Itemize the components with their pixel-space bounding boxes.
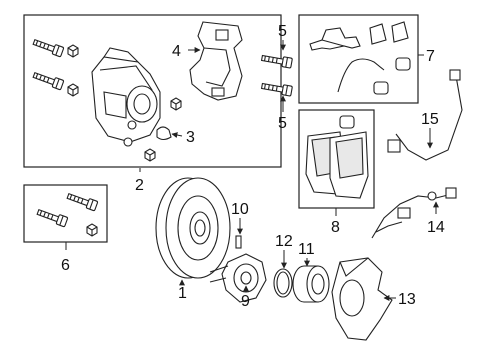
callout-2: 2 xyxy=(135,177,144,194)
bleeder-screw xyxy=(144,148,156,162)
callout-12: 12 xyxy=(275,233,293,250)
pad-wear-clip xyxy=(339,115,355,129)
brake-pad-outer xyxy=(329,131,369,199)
callout-10: 10 xyxy=(231,201,249,218)
bleeder-nut-upper xyxy=(67,44,79,58)
pin-boot-lower xyxy=(373,81,389,95)
bleeder-nut-lower xyxy=(67,83,79,97)
wheel-hub xyxy=(209,253,267,303)
callout-11: 11 xyxy=(298,241,315,258)
callout-14: 14 xyxy=(427,219,445,236)
wheel-bearing xyxy=(292,265,330,303)
abs-sensor xyxy=(371,187,457,239)
splash-shield xyxy=(331,257,393,341)
callout-1: 1 xyxy=(178,285,187,302)
bracket-bolt-upper xyxy=(260,52,293,69)
callout-3: 3 xyxy=(186,129,195,146)
caliper-bracket xyxy=(189,21,243,101)
shim-clips xyxy=(369,21,409,45)
callout-5-upper: 5 xyxy=(278,23,287,40)
spring-wire xyxy=(337,58,385,93)
caliper-bolt-small xyxy=(170,97,182,111)
kit-bolt-upper xyxy=(65,190,99,212)
kit-nut xyxy=(86,223,98,237)
anti-rattle-clip xyxy=(309,27,361,51)
wheel-stud xyxy=(235,235,242,249)
callout-4: 4 xyxy=(172,43,181,60)
leader-lines xyxy=(65,40,439,301)
callout-6: 6 xyxy=(61,257,70,274)
brake-rotor xyxy=(155,177,231,279)
callout-9: 9 xyxy=(241,293,250,310)
callout-7: 7 xyxy=(426,48,435,65)
callout-13: 13 xyxy=(398,291,416,308)
abs-sensor-harness xyxy=(387,69,463,161)
brake-caliper xyxy=(91,47,161,147)
pin-boot-upper xyxy=(395,57,411,71)
kit-bolt-lower xyxy=(35,206,69,228)
guide-pin-bolt-upper xyxy=(31,36,65,58)
callout-8: 8 xyxy=(331,219,340,236)
guide-pin-bolt-lower xyxy=(31,69,65,91)
callout-15: 15 xyxy=(421,111,439,128)
callout-5-lower: 5 xyxy=(278,115,287,132)
hardware-kit-box xyxy=(298,14,419,104)
snap-ring xyxy=(273,268,293,298)
bracket-bolt-lower xyxy=(260,80,293,97)
caliper-clip xyxy=(156,126,172,141)
